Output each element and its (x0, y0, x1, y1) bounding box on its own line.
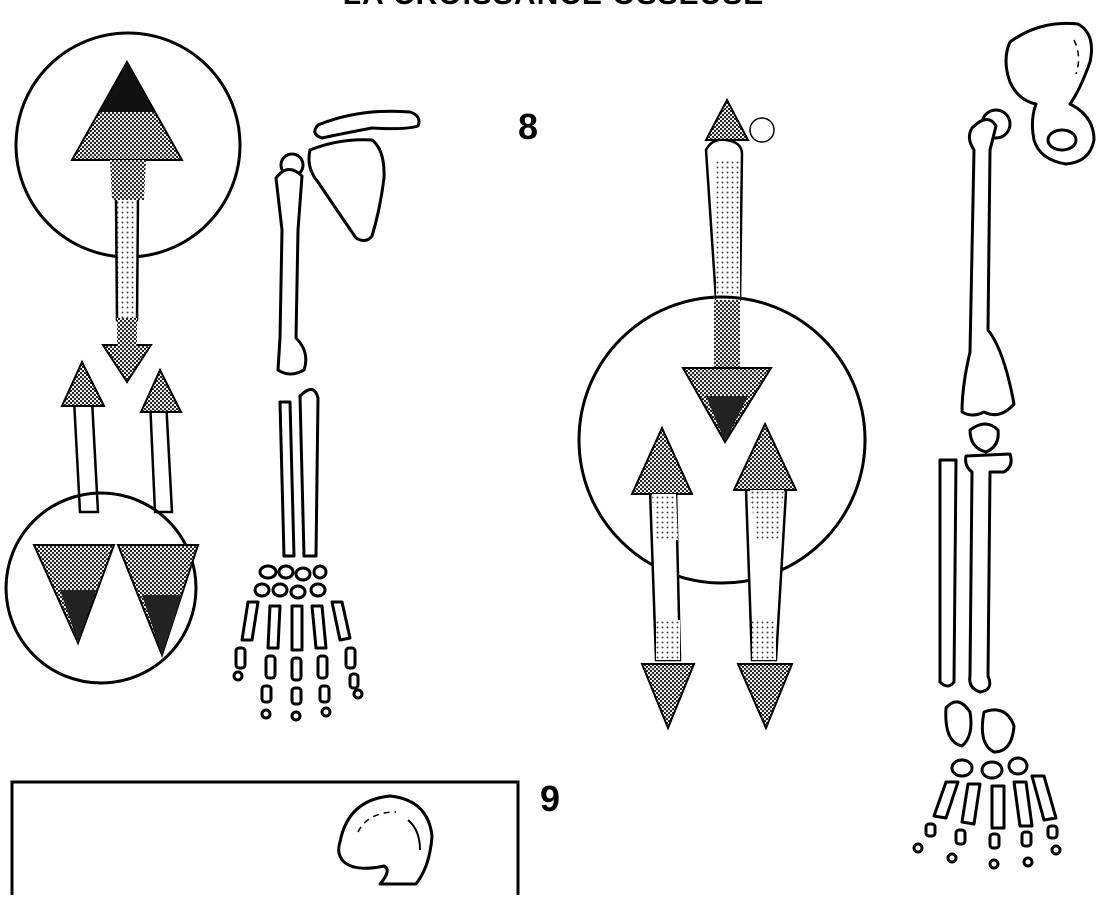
leg-skeleton-icon (914, 110, 1060, 868)
figure-number-8: 8 (518, 106, 538, 148)
arm-skeleton-icon (234, 111, 419, 720)
lower-limb-growth-arrows-icon (579, 100, 865, 728)
upper-limb-growth-arrows-icon (6, 33, 240, 683)
pelvis-icon (1006, 23, 1094, 164)
figure-number-9: 9 (540, 778, 560, 820)
page-title: LA CROISSANCE OSSEUSE (0, 0, 1107, 12)
figure-9-frame (12, 782, 518, 895)
